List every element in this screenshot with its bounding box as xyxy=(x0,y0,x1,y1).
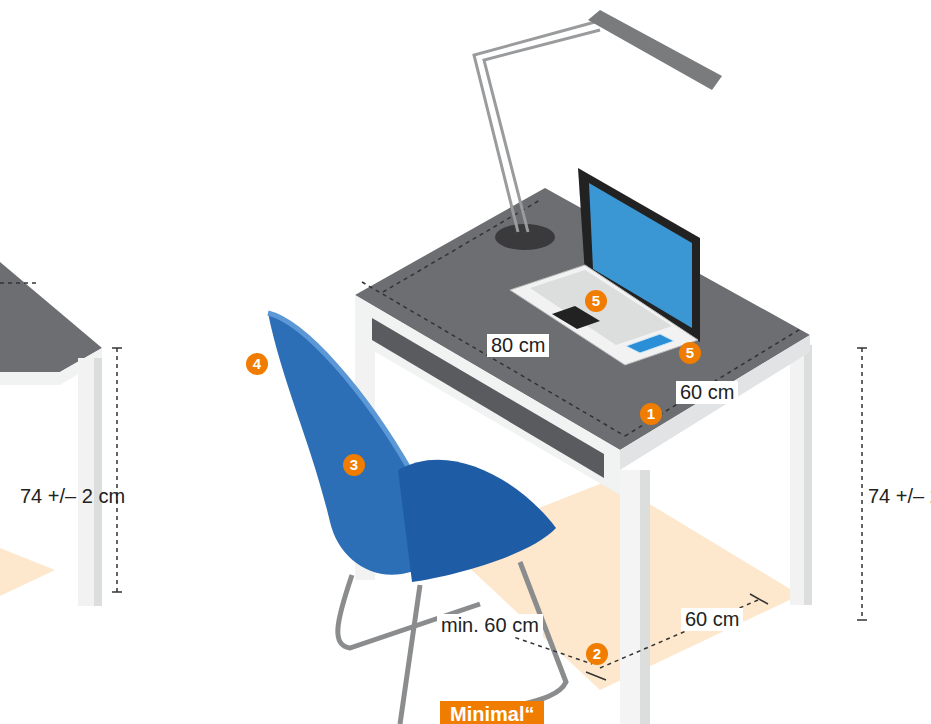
callout-number: 5 xyxy=(679,342,701,364)
desk-shelf xyxy=(372,318,604,478)
smartphone xyxy=(626,334,674,353)
callout-number: 1 xyxy=(640,403,662,425)
lamp-arm xyxy=(474,22,595,232)
dimension-line xyxy=(861,348,863,620)
chair-seat xyxy=(398,460,556,582)
box-text: Minimal“ xyxy=(450,702,534,724)
desk-leg xyxy=(640,470,650,724)
callout-number: 5 xyxy=(585,290,607,312)
dimension-label: 80 cm xyxy=(487,334,549,357)
dimension-label: 60 cm xyxy=(681,608,743,631)
chair-frame xyxy=(400,585,420,724)
dimension-label: min. 60 cm xyxy=(437,614,543,637)
dimension-line xyxy=(600,600,758,668)
dimension-tick xyxy=(112,591,122,593)
orange-label-box: Minimal“ xyxy=(440,701,544,724)
lamp-head xyxy=(588,10,722,90)
chair-frame xyxy=(338,575,480,648)
desk-leg xyxy=(804,345,812,605)
dimension-tick xyxy=(857,347,867,349)
floor-area xyxy=(0,548,55,596)
dimension-tick xyxy=(112,347,122,349)
desk-leg xyxy=(78,358,102,606)
desk-leg xyxy=(790,345,812,605)
desk-leg xyxy=(620,470,650,724)
dimension-tick xyxy=(750,594,768,604)
callout-number: 3 xyxy=(343,454,365,476)
desk-leg xyxy=(94,358,102,606)
dimension-label: 74 +/– 2 cm xyxy=(20,485,125,508)
dimension-label: 60 cm xyxy=(676,381,738,404)
dimension-tick xyxy=(857,619,867,621)
desk-top xyxy=(0,262,102,372)
callout-number: 4 xyxy=(246,353,268,375)
chair-edge xyxy=(268,313,410,470)
dimension-label: 74 +/– 2 cm xyxy=(868,485,931,508)
dimension-line xyxy=(0,282,40,284)
dimension-line xyxy=(362,282,625,436)
lamp-base xyxy=(495,224,555,250)
callout-number: 2 xyxy=(586,643,608,665)
dimension-line xyxy=(116,348,118,592)
dimension-line xyxy=(625,328,802,436)
laptop-keyboard xyxy=(530,270,672,345)
dimension-tick xyxy=(586,672,606,680)
